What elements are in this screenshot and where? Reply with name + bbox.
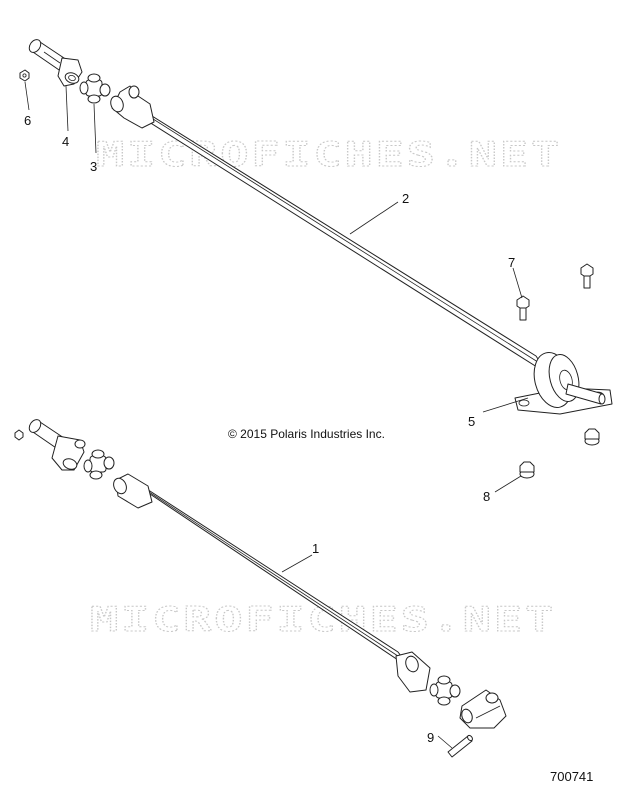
callout-2: 2: [402, 191, 409, 206]
watermark-top: MICROFICHES.NET: [96, 135, 562, 175]
part-8-nut-spare: [584, 428, 600, 446]
callout-7: 7: [508, 255, 515, 270]
part-2-rear-prop-shaft: [110, 85, 549, 375]
callout-3: 3: [90, 159, 97, 174]
part-7-bolt-spare: [580, 263, 594, 289]
leader-lines: [24, 81, 529, 749]
part-6-nut: [19, 69, 30, 82]
part-end-yoke: [459, 689, 507, 729]
part-1-front-prop-shaft: [113, 473, 431, 693]
part-7-bolt: [516, 295, 530, 321]
copyright-text: © 2015 Polaris Industries Inc.: [228, 427, 385, 441]
part-5-carrier-bearing: [514, 352, 613, 415]
part-3-u-joint: [79, 73, 111, 104]
part-3-u-joint-far: [429, 675, 461, 706]
callout-4: 4: [62, 134, 69, 149]
part-9-roll-pin: [447, 734, 473, 758]
callout-9: 9: [427, 730, 434, 745]
part-4-slip-yoke: [28, 39, 83, 87]
callout-1: 1: [312, 541, 319, 556]
callout-6: 6: [24, 113, 31, 128]
part-4-slip-yoke-lower: [28, 419, 86, 471]
part-6-nut-lower: [14, 429, 24, 441]
callout-8: 8: [483, 489, 490, 504]
part-3-u-joint-lower: [83, 449, 115, 480]
part-8-nut: [519, 461, 535, 479]
figure-number: 700741: [550, 769, 593, 784]
callout-5: 5: [468, 414, 475, 429]
